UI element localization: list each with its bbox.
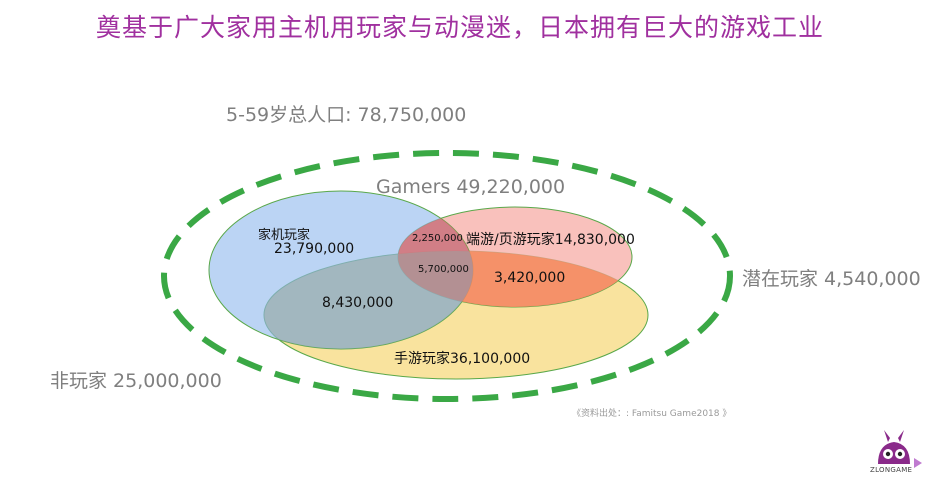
region-console-mobile-value: 8,430,000: [322, 295, 394, 311]
potential-gamers-label: 潜在玩家 4,540,000: [742, 268, 921, 290]
page-title: 奠基于广大家用主机用玩家与动漫迷，日本拥有巨大的游戏工业: [96, 13, 825, 42]
pc-web-gamers-label: 端游/页游玩家14,830,000: [466, 232, 635, 248]
gamers-dashed-boundary: [161, 150, 733, 402]
region-console-pc-mobile-value: 2,250,000: [412, 233, 463, 244]
console-gamers-value: 23,790,000: [274, 241, 355, 257]
mobile-gamers-label: 手游玩家36,100,000: [394, 351, 531, 367]
zlongame-logo: [878, 430, 922, 468]
gamers-total-label: Gamers 49,220,000: [376, 176, 566, 198]
logo-text: ZLONGAME: [870, 466, 913, 474]
source-note: 《资料出处：: Famitsu Game2018 》: [572, 409, 732, 419]
region-console-pc-value: 5,700,000: [418, 264, 469, 275]
non-gamers-label: 非玩家 25,000,000: [50, 370, 222, 392]
region-pc-mobile-value: 3,420,000: [494, 270, 566, 286]
console-gamers-name: 家机玩家: [258, 228, 311, 243]
population-label: 5-59岁总人口: 78,750,000: [226, 104, 467, 126]
